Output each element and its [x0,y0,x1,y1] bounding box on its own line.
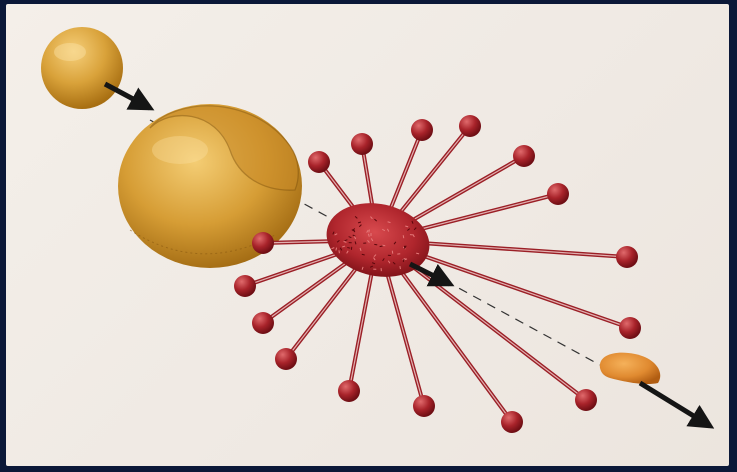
projectile-nucleus [41,27,123,109]
fragment-ball [411,119,433,141]
fireball-speckle [347,247,350,248]
fragment-ball [275,348,297,370]
fragment-ball [252,312,274,334]
fireball-speckle [403,235,404,238]
fireball-speckle [374,244,377,245]
fragment-ball [616,246,638,268]
spectator-direction-arrow [640,383,710,426]
fragment-ball [501,411,523,433]
fragment-ball [234,275,256,297]
fragment-ball [547,183,569,205]
fragment-ball [459,115,481,137]
fragment-ball [351,133,373,155]
fragment-ball [338,380,360,402]
fireball-speckle [369,229,370,232]
fragment-ball [413,395,435,417]
spectator-fragment [600,353,660,384]
fragment-ball [575,389,597,411]
fireball-speckle [400,266,401,269]
fragment-ball [308,151,330,173]
fragment-ball [619,317,641,339]
fragment-ball [252,232,274,254]
fragment-ball [513,145,535,167]
fireball-speckle [380,246,383,247]
